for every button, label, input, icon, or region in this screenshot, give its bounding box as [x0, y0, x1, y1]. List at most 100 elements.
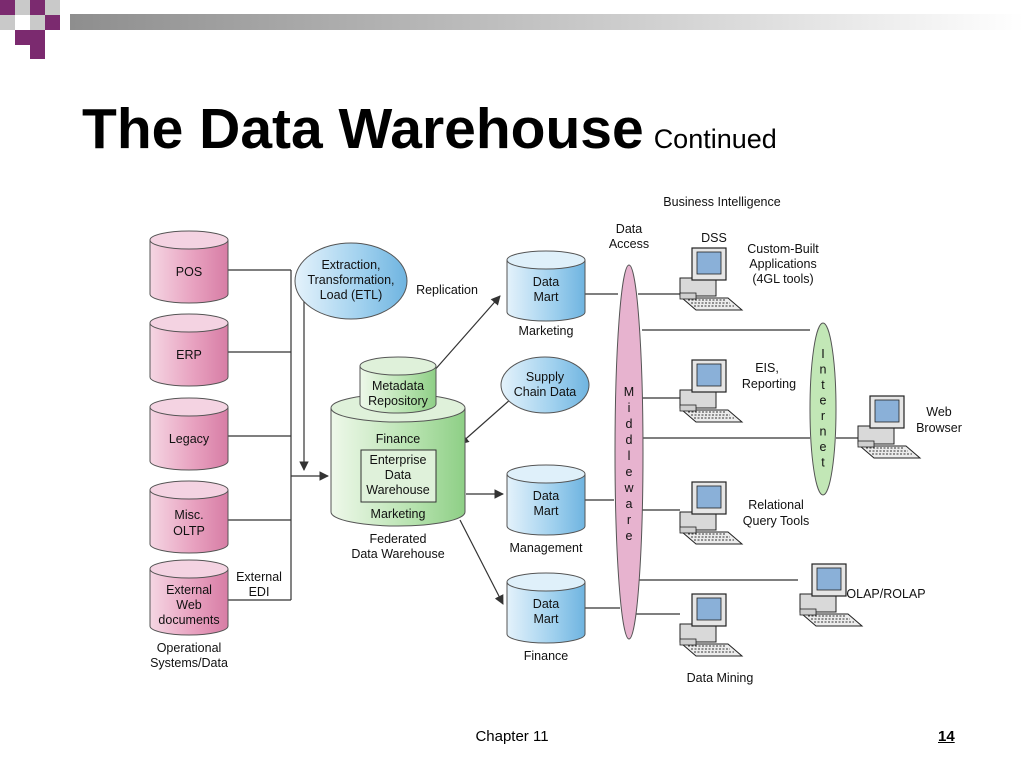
source-legacy-label: Legacy	[169, 432, 210, 446]
source-erp: ERP	[149, 313, 229, 387]
etl-label-1: Extraction,	[321, 258, 380, 272]
title-suffix: Continued	[653, 124, 777, 154]
middleware-letter: w	[623, 481, 634, 495]
corner-square	[0, 15, 15, 30]
external-edi-label-2: EDI	[249, 585, 270, 599]
internet-letter: I	[821, 347, 824, 361]
eis-label-2: Reporting	[742, 377, 796, 391]
warehouse-box-label-2: Data	[385, 468, 411, 482]
mart-management-caption: Management	[510, 541, 583, 555]
sources-caption-2: Systems/Data	[150, 656, 228, 670]
relational-label-2: Query Tools	[743, 514, 809, 528]
internet-letter: t	[821, 456, 825, 470]
relational-label-1: Relational	[748, 498, 804, 512]
supply-chain-data: Supply Chain Data	[500, 356, 590, 414]
etl-process: Extraction, Transformation, Load (ETL)	[294, 242, 408, 320]
external-edi-label-1: External	[236, 570, 282, 584]
source-legacy: Legacy	[149, 397, 229, 471]
source-external-label-1: External	[166, 583, 212, 597]
data-mart-management: Data Mart	[506, 464, 586, 536]
title-main: The Data Warehouse	[82, 97, 644, 161]
data-mining-label: Data Mining	[687, 671, 754, 685]
mart-label-2: Mart	[534, 612, 560, 626]
business-intelligence-heading: Business Intelligence	[663, 195, 780, 209]
corner-square	[30, 30, 45, 45]
etl-label-2: Transformation,	[307, 273, 394, 287]
source-external-label-2: Web	[176, 598, 202, 612]
custom-label-3: (4GL tools)	[752, 272, 813, 286]
middleware-letter: l	[628, 449, 631, 463]
client-computers	[679, 247, 922, 657]
internet-letter: n	[820, 425, 827, 439]
internet-letter: t	[821, 378, 825, 392]
mart-label-2: Mart	[534, 290, 560, 304]
slide-title: The Data Warehouse Continued	[82, 96, 777, 162]
mart-label-1: Data	[533, 275, 559, 289]
data-access-label-1: Data	[616, 222, 642, 236]
supply-chain-label-2: Chain Data	[514, 385, 577, 399]
supply-chain-label-1: Supply	[526, 370, 565, 384]
arrow-to-marketing-mart	[432, 295, 501, 373]
eis-label-1: EIS,	[755, 361, 779, 375]
computer-web-browser-icon	[857, 395, 922, 459]
etl-label-3: Load (ETL)	[320, 288, 383, 302]
warehouse-caption-1: Federated	[370, 532, 427, 546]
computer-data-mining-icon	[679, 593, 744, 657]
source-external-label-3: documents	[158, 613, 219, 627]
corner-square	[15, 15, 30, 30]
corner-square	[15, 0, 30, 15]
arrow-to-finance-mart	[459, 519, 504, 605]
data-access-label-2: Access	[609, 237, 649, 251]
middleware-letter: e	[626, 465, 633, 479]
middleware-letter: e	[626, 529, 633, 543]
data-mart-marketing: Data Mart	[506, 250, 586, 322]
source-misc-label-1: Misc.	[174, 508, 203, 522]
corner-square	[30, 0, 45, 15]
footer-chapter: Chapter 11	[475, 728, 549, 745]
data-mart-finance: Data Mart	[506, 572, 586, 644]
dss-label: DSS	[701, 231, 727, 245]
page-number: 14	[938, 728, 955, 745]
corner-square	[30, 15, 45, 30]
warehouse-bottom-label: Marketing	[371, 507, 426, 521]
mart-marketing-caption: Marketing	[519, 324, 574, 338]
mart-label-1: Data	[533, 597, 559, 611]
internet-letter: e	[820, 394, 827, 408]
metadata-label-2: Repository	[368, 394, 428, 408]
corner-decoration	[0, 0, 1024, 59]
connector-lines	[227, 269, 860, 615]
replication-label: Replication	[416, 283, 478, 297]
arrow-supply-chain	[459, 397, 513, 445]
corner-square	[15, 30, 30, 45]
source-pos-label: POS	[176, 265, 202, 279]
source-pos: POS	[149, 230, 229, 304]
olap-label: OLAP/ROLAP	[846, 587, 925, 601]
custom-label-1: Custom-Built	[747, 242, 819, 256]
computer-dss-icon	[679, 247, 744, 311]
corner-square	[0, 0, 15, 15]
mart-label-2: Mart	[534, 504, 560, 518]
corner-square	[30, 45, 45, 59]
middleware-letter: a	[626, 497, 633, 511]
custom-label-2: Applications	[749, 257, 816, 271]
metadata-label-1: Metadata	[372, 379, 424, 393]
middleware-letter: d	[626, 433, 633, 447]
internet-letter: e	[820, 440, 827, 454]
web-browser-label-2: Browser	[916, 421, 962, 435]
middleware-letter: d	[626, 417, 633, 431]
mart-label-1: Data	[533, 489, 559, 503]
corner-square	[45, 0, 60, 15]
warehouse-caption-2: Data Warehouse	[351, 547, 444, 561]
warehouse-top-label: Finance	[376, 432, 421, 446]
source-misc-label-2: OLTP	[173, 524, 205, 538]
mart-finance-caption: Finance	[524, 649, 569, 663]
corner-square	[45, 15, 60, 30]
computer-olap-icon	[799, 563, 864, 627]
middleware-letter: M	[624, 385, 634, 399]
